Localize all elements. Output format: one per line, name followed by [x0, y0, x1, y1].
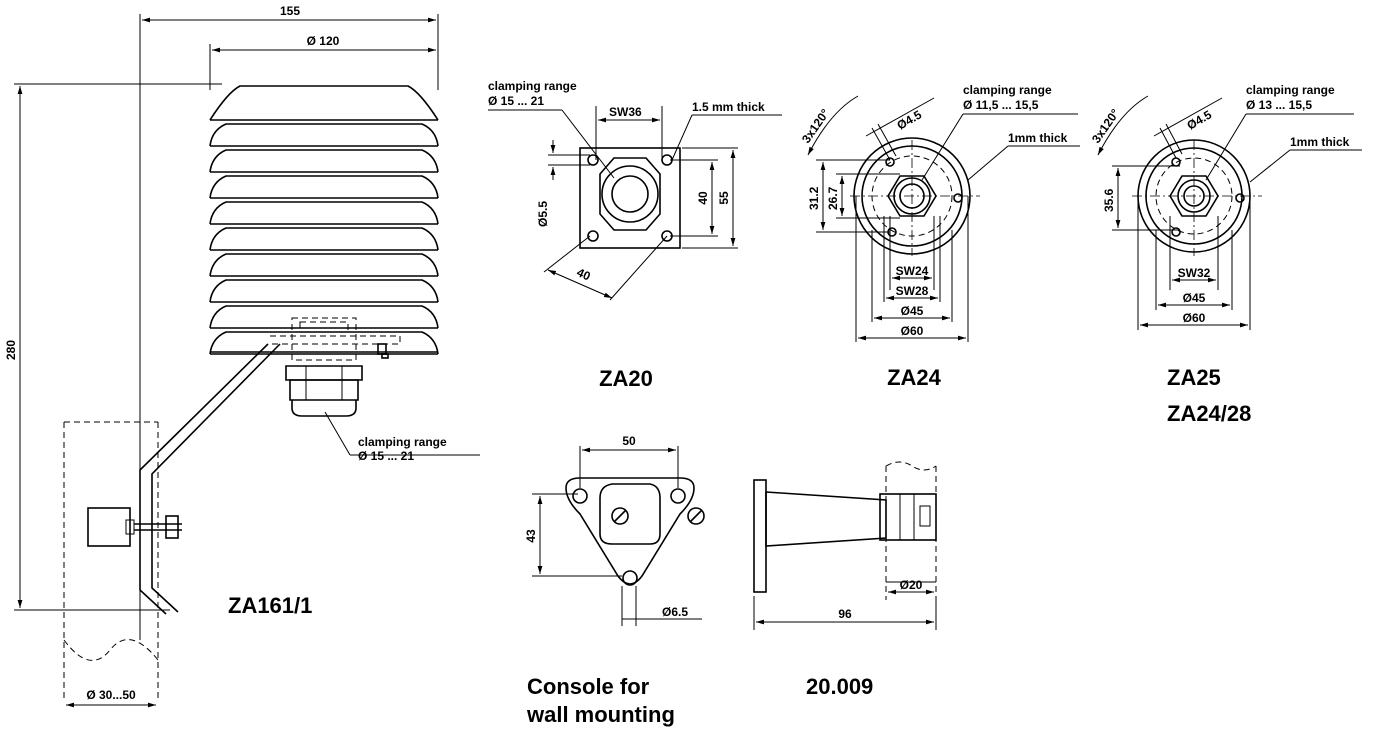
za24-d267: 26.7 [826, 186, 840, 210]
za24-hole: Ø4.5 [895, 107, 925, 132]
bracket-d96: 96 [838, 607, 852, 621]
za24-drawing: 3x120° Ø4.5 clamping range Ø 11,5 ... 15… [799, 83, 1080, 390]
za25-sw32: SW32 [1178, 266, 1211, 280]
dim-120: Ø 120 [307, 34, 340, 48]
shield-fin [209, 331, 439, 355]
za20-thick: 1.5 mm thick [692, 100, 765, 114]
za25-drawing: 3x120° Ø4.5 clamping range Ø 13 ... 15,5… [1089, 83, 1362, 426]
za20-drawing: clamping range Ø 15 ... 21 SW36 1.5 mm t… [488, 79, 782, 391]
console-drawing: 50 43 Ø6.5 Console for wall mounting [524, 434, 705, 727]
za24-angle: 3x120° [799, 106, 832, 145]
za24-name: ZA24 [887, 365, 942, 390]
za161-clamp-title: clamping range [358, 435, 447, 449]
console-d43: 43 [524, 529, 538, 543]
za24-d45: Ø45 [901, 304, 924, 318]
za25-name2: ZA24/28 [1167, 401, 1251, 426]
za161-clamp-value: Ø 15 ... 21 [358, 449, 414, 463]
za25-name1: ZA25 [1167, 365, 1221, 390]
za24-d312: 31.2 [807, 186, 821, 210]
dim-280: 280 [4, 340, 18, 360]
dim-30-50: Ø 30...50 [86, 688, 136, 702]
za25-d45: Ø45 [1183, 291, 1206, 305]
console-name1: Console for [527, 674, 650, 699]
za24-clamp-value: Ø 11,5 ... 15,5 [963, 98, 1039, 112]
za161-drawing: 155 Ø 120 280 clamping range Ø 15 ... [4, 4, 480, 708]
shield-fin [209, 201, 439, 225]
za25-thick: 1mm thick [1290, 135, 1350, 149]
za20-dim40v: 40 [696, 191, 710, 205]
za20-name: ZA20 [599, 366, 653, 391]
za25-angle: 3x120° [1089, 106, 1122, 145]
console-name2: wall mounting [526, 702, 675, 727]
bracket-name: 20.009 [806, 674, 873, 699]
za25-clamp-title: clamping range [1246, 83, 1335, 97]
console-d65: Ø6.5 [662, 605, 688, 619]
za25-d60: Ø60 [1183, 311, 1206, 325]
shield-fin [209, 123, 439, 147]
shield-fin [209, 305, 439, 329]
shield-fin [209, 253, 439, 277]
za24-sw28: SW28 [896, 284, 929, 298]
shield-fin [209, 175, 439, 199]
za25-d356: 35.6 [1102, 188, 1116, 212]
za24-thick: 1mm thick [1008, 131, 1068, 145]
dim-155: 155 [280, 4, 300, 18]
console-d50: 50 [622, 434, 636, 448]
za20-dim55: 55 [717, 191, 731, 205]
za20-dim40d: 40 [575, 265, 593, 283]
bracket-drawing: Ø20 96 20.009 [753, 461, 937, 699]
shield-fin [209, 227, 439, 251]
za24-d60: Ø60 [901, 324, 924, 338]
bracket-d20: Ø20 [900, 578, 923, 592]
za20-sw: SW36 [609, 105, 642, 119]
za161-name: ZA161/1 [228, 593, 312, 618]
za25-clamp-value: Ø 13 ... 15,5 [1246, 98, 1312, 112]
za24-sw24: SW24 [896, 264, 929, 278]
shield-fin [209, 279, 439, 303]
za20-clamp-title: clamping range [488, 79, 577, 93]
shield-fin [209, 149, 439, 173]
za20-d55: Ø5.5 [536, 201, 550, 227]
za20-clamp-value: Ø 15 ... 21 [488, 94, 544, 108]
za24-clamp-title: clamping range [963, 83, 1052, 97]
shield-fins [209, 123, 439, 355]
